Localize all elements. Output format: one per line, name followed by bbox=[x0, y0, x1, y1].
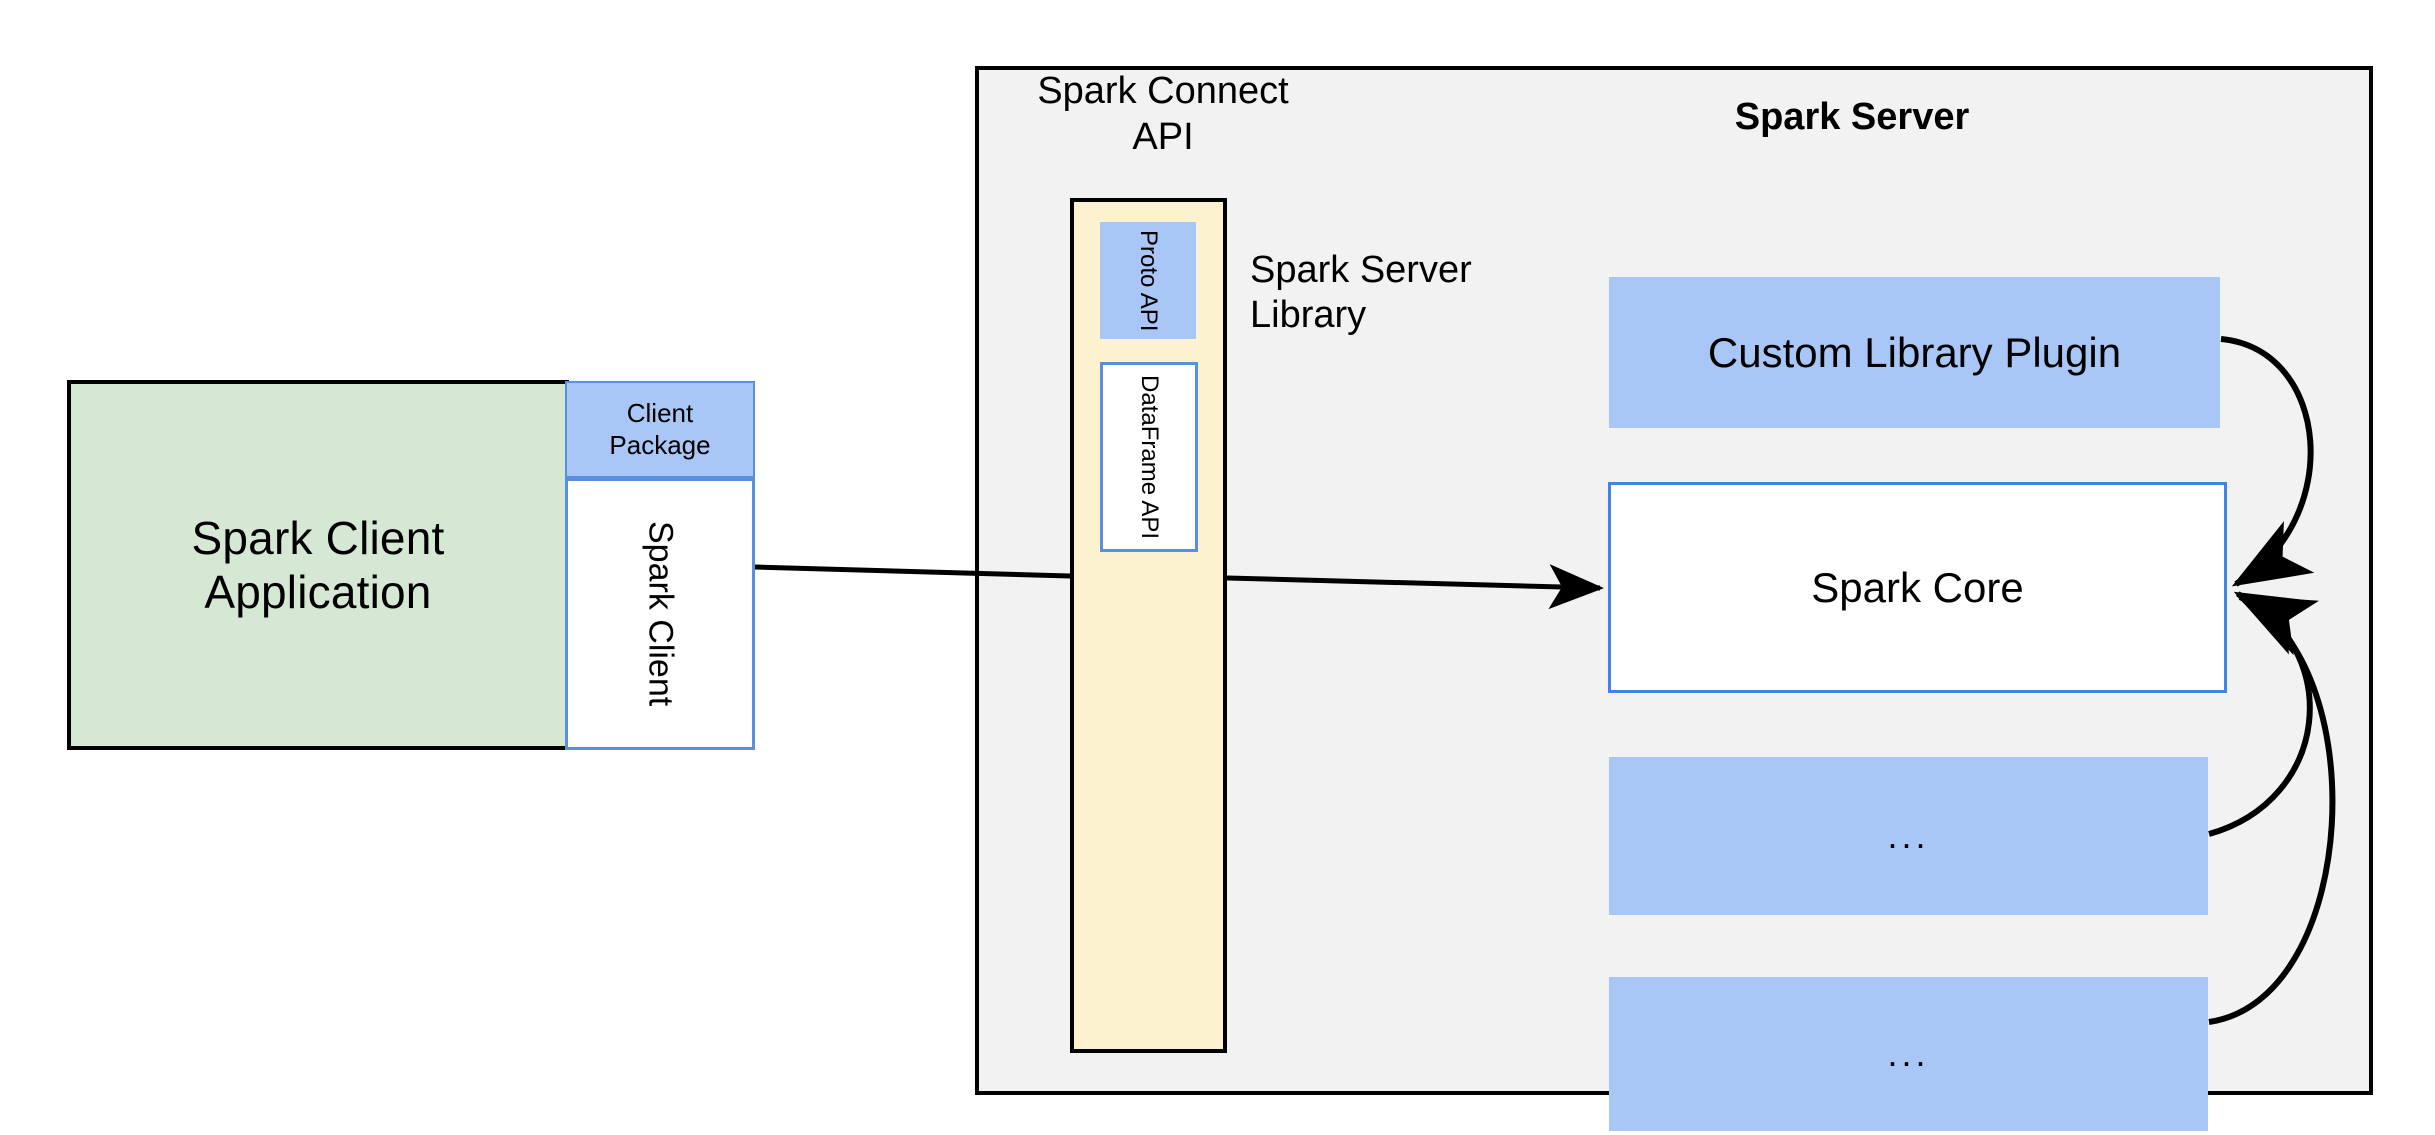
client-package-box[interactable]: Client Package bbox=[565, 381, 755, 478]
spark-client-box[interactable]: Spark Client bbox=[565, 478, 755, 750]
spark-connect-api-title: Spark Connect API bbox=[1037, 70, 1289, 159]
spark-client-application-label: Spark Client Application bbox=[191, 511, 445, 618]
proto-api-box[interactable]: Proto API bbox=[1100, 222, 1196, 339]
proto-api-label: Proto API bbox=[1135, 229, 1162, 332]
server-component-placeholder-2[interactable]: ... bbox=[1609, 977, 2208, 1131]
spark-client-application-box[interactable]: Spark Client Application bbox=[67, 380, 569, 750]
dataframe-api-box[interactable]: DataFrame API bbox=[1100, 362, 1198, 552]
custom-library-plugin-box[interactable]: Custom Library Plugin bbox=[1609, 277, 2220, 428]
spark-core-label: Spark Core bbox=[1811, 563, 2024, 611]
spark-core-box[interactable]: Spark Core bbox=[1608, 482, 2227, 693]
server-component-placeholder-1-label: ... bbox=[1887, 815, 1930, 856]
server-component-placeholder-2-label: ... bbox=[1887, 1033, 1930, 1074]
spark-server-title: Spark Server bbox=[1734, 96, 1970, 138]
client-package-label: Client Package bbox=[609, 398, 711, 460]
dataframe-api-label: DataFrame API bbox=[1136, 374, 1163, 540]
custom-library-plugin-label: Custom Library Plugin bbox=[1707, 328, 2122, 376]
spark-client-label: Spark Client bbox=[641, 521, 680, 707]
spark-connect-api-container bbox=[1070, 198, 1227, 1053]
server-component-placeholder-1[interactable]: ... bbox=[1609, 757, 2208, 915]
spark-server-library-label: Spark Server Library bbox=[1250, 249, 1472, 336]
